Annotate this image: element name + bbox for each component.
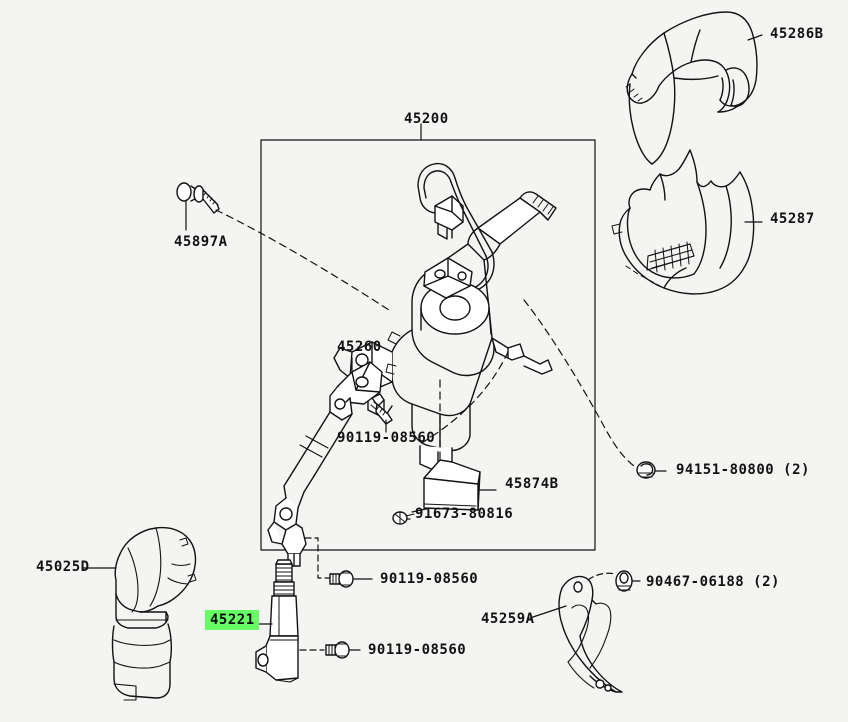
part-label-90119-mid[interactable]: 90119-08560: [380, 571, 479, 587]
part-label-45897a[interactable]: 45897A: [174, 234, 228, 250]
part-label-90119-low[interactable]: 90119-08560: [368, 642, 467, 658]
part-45897a-art: [176, 182, 220, 214]
part-label-45286b[interactable]: 45286B: [770, 26, 824, 42]
assembly-group-box: [260, 139, 596, 551]
part-45287-art: [611, 149, 755, 295]
part-label-91673[interactable]: 91673-80816: [415, 506, 514, 522]
leader-45286b: [747, 34, 763, 41]
part-90467-art: [615, 570, 633, 592]
part-45874b-art: [423, 459, 481, 511]
part-label-45260[interactable]: 45260: [337, 339, 382, 355]
dashleader-a: [419, 351, 509, 445]
bolt-90119-low-art: [325, 641, 350, 659]
dashleader-90467: [587, 572, 617, 581]
bolt-91673-art: [392, 507, 431, 525]
part-label-45287[interactable]: 45287: [770, 211, 815, 227]
dashleader-45897a: [215, 209, 393, 313]
dashleader-94151: [523, 299, 635, 467]
part-label-90467[interactable]: 90467-06188 (2): [646, 574, 780, 590]
column-assembly-art: [333, 162, 557, 473]
bolt-90119-mid-art: [329, 570, 354, 588]
part-label-94151[interactable]: 94151-80800 (2): [676, 462, 810, 478]
bolt-90119-upper-art: [370, 393, 393, 425]
part-label-45025d[interactable]: 45025D: [36, 559, 90, 575]
part-label-45874b[interactable]: 45874B: [505, 476, 559, 492]
leader-45259a: [529, 605, 567, 619]
part-45221-art: [255, 559, 299, 683]
part-label-45200[interactable]: 45200: [404, 111, 449, 127]
part-45286b-art: [625, 11, 758, 165]
part-45260-art: [267, 361, 383, 567]
part-label-45221[interactable]: 45221: [205, 610, 259, 630]
dashleader-90119-mid: [304, 537, 330, 579]
part-45025d-art: [111, 526, 197, 701]
part-45259a-art: [558, 575, 623, 693]
part-94151-art: [636, 461, 656, 479]
part-label-45259a[interactable]: 45259A: [481, 611, 535, 627]
part-label-90119-upper[interactable]: 90119-08560: [337, 430, 436, 446]
